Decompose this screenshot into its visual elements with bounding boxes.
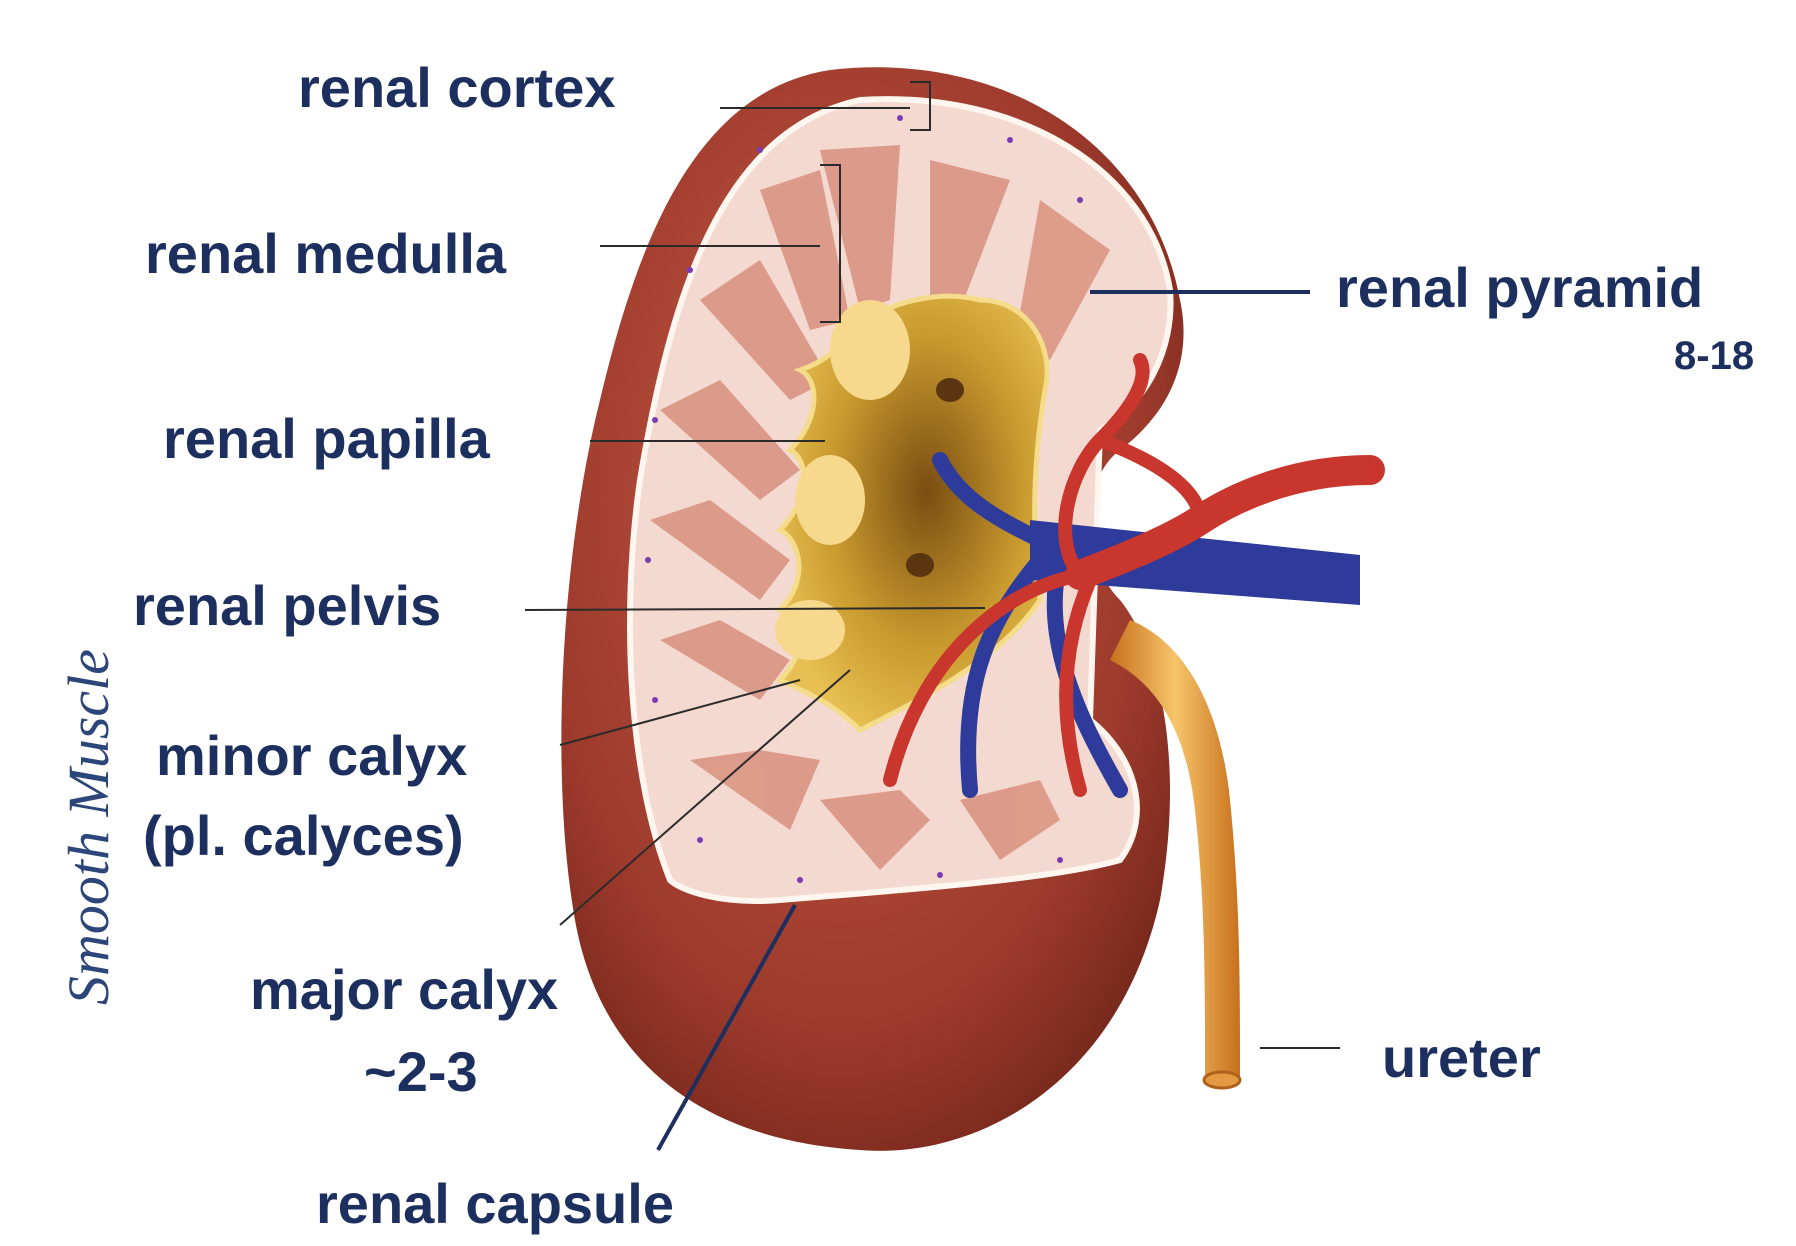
label-renal-medulla: renal medulla: [145, 222, 507, 285]
calyx-fat-2: [795, 455, 865, 545]
calyx-opening-2: [906, 553, 934, 577]
calyx-fat-1: [830, 300, 910, 400]
ureter-tube: [1110, 620, 1240, 1080]
label-renal-pyramid-count: 8-18: [1674, 334, 1755, 378]
label-minor-calyx-plural: (pl. calyces): [143, 804, 464, 867]
renal-pyramids: [650, 145, 1110, 870]
label-minor-calyx: minor calyx: [156, 724, 468, 787]
label-major-calyx-count: ~2-3: [364, 1040, 478, 1103]
calyx-fat-3: [775, 600, 845, 660]
side-note-smooth-muscle: Smooth Muscle: [56, 649, 121, 1005]
renal-vein: [1030, 520, 1360, 605]
capsule-pointer: [656, 904, 797, 1151]
label-renal-pelvis: renal pelvis: [133, 574, 442, 637]
artery-branches: [883, 353, 1207, 797]
cortical-vessels: [645, 115, 1083, 883]
calyx-opening-1: [936, 378, 964, 402]
ureter-opening: [1202, 1070, 1242, 1090]
label-major-calyx: major calyx: [250, 958, 559, 1021]
label-renal-papilla: renal papilla: [163, 407, 490, 470]
leader-lines: [524, 81, 1340, 1049]
label-renal-cortex: renal cortex: [298, 56, 616, 119]
label-renal-capsule: renal capsule: [316, 1172, 674, 1235]
label-ureter: ureter: [1382, 1026, 1541, 1089]
label-renal-pyramid: renal pyramid: [1336, 256, 1704, 319]
